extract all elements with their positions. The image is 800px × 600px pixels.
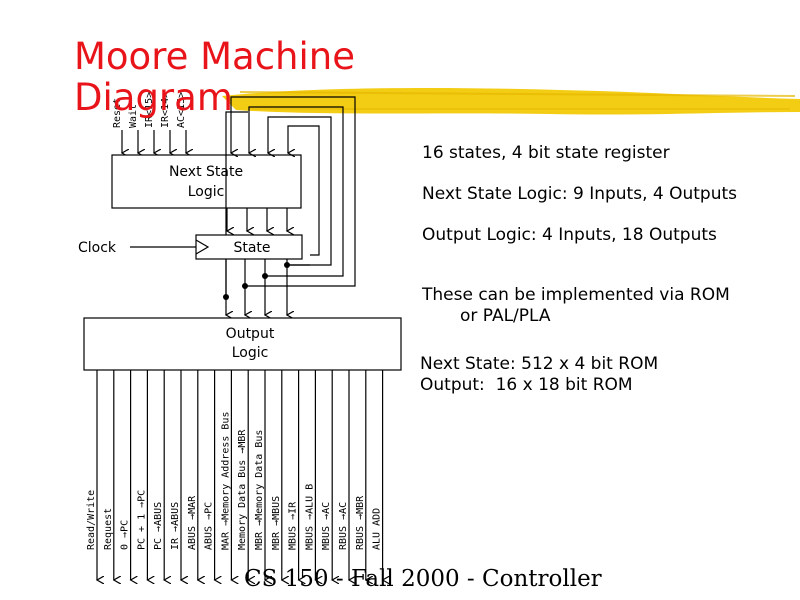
note-next-state-logic: Next State Logic: 9 Inputs, 4 Outputs	[422, 184, 738, 204]
next-state-label-1: Next State	[169, 164, 243, 180]
note-implementation-line2: or PAL/PLA	[460, 306, 551, 326]
input-label: IR<15>	[144, 92, 155, 128]
output-logic-label-2: Logic	[232, 345, 269, 361]
clock-label: Clock	[78, 240, 117, 256]
output-label: Request	[103, 508, 114, 550]
clock-triangle	[195, 239, 210, 255]
output-logic-box	[83, 317, 402, 371]
output-label: MAR →Memory Address Bus	[220, 412, 231, 550]
input-label: Wait	[128, 104, 139, 128]
rom-next-state: Next State: 512 x 4 bit ROM	[420, 354, 659, 374]
output-label: MBUS →IR	[288, 501, 299, 550]
output-label: MBR →MBUS	[271, 496, 282, 550]
next-state-logic-box	[111, 154, 302, 209]
input-label: AC<15>	[176, 92, 187, 128]
output-label: RBUS →AC	[338, 502, 349, 550]
output-label: 0 →PC	[120, 520, 131, 550]
note-states: 16 states, 4 bit state register	[422, 143, 670, 163]
note-implementation-line1: These can be implemented via ROM	[422, 285, 730, 305]
output-label: IR →ABUS	[170, 502, 181, 550]
footer: CS 150 - Fall 2000 - Controller	[244, 566, 602, 592]
output-logic-label-1: Output	[226, 326, 275, 342]
input-label: IR<14>	[160, 92, 171, 128]
input-label: Reset	[112, 98, 123, 128]
state-label: State	[233, 240, 270, 256]
output-label: RBUS →MBR	[355, 495, 366, 550]
output-label: PC + 1 →PC	[136, 490, 147, 550]
output-label: MBUS →ALU B	[304, 484, 315, 550]
output-label: MBR →Memory Data Bus	[254, 430, 265, 550]
rom-sizes: Next State: 512 x 4 bit ROM Output: 16 x…	[420, 354, 658, 396]
slide-title: Moore Machine Diagram	[74, 35, 356, 119]
note-implementation: These can be implemented via ROM or PAL/…	[422, 285, 797, 327]
output-label: MBUS →AC	[321, 502, 332, 550]
output-label: ALU ADD	[372, 508, 383, 550]
output-label: ABUS →PC	[204, 502, 215, 550]
note-output-logic: Output Logic: 4 Inputs, 18 Outputs	[422, 225, 717, 245]
rom-output: Output: 16 x 18 bit ROM	[420, 375, 633, 395]
next-state-label-2: Logic	[188, 184, 225, 200]
output-label: ABUS →MAR	[187, 495, 198, 550]
output-label: PC →ABUS	[153, 502, 164, 550]
output-signals: Read/Write Request 0 →PC PC + 1 →PC PC →ABUS…	[86, 370, 383, 580]
output-label: Read/Write	[86, 490, 97, 550]
junction-dots	[223, 262, 290, 300]
input-signals: Reset Wait IR<15> IR<14> AC<15>	[112, 92, 187, 128]
output-label: Memory Data Bus →MBR	[237, 429, 248, 550]
